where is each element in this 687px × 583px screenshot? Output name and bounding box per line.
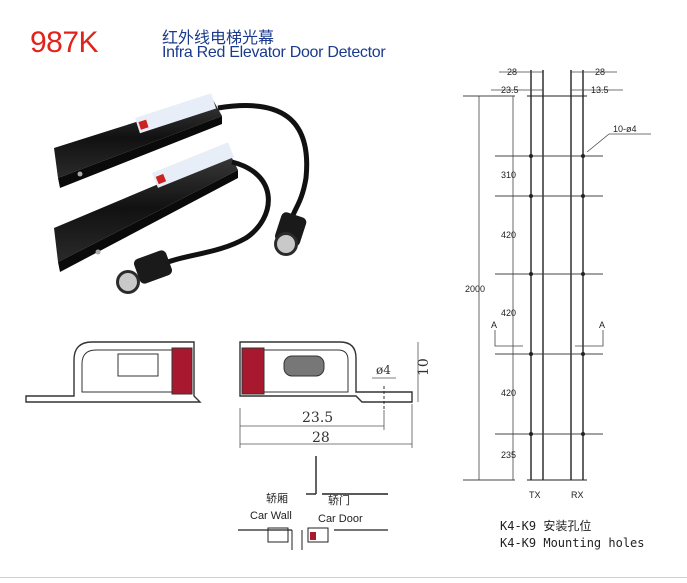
cable-lower — [167, 159, 271, 265]
spacing-235: 235 — [501, 450, 516, 460]
dim-hole: ø4 — [376, 363, 391, 377]
spacing-420-a: 420 — [501, 230, 516, 240]
dim-10: 10 — [416, 358, 432, 376]
footer-divider — [0, 577, 687, 578]
section-a-left: A — [491, 320, 497, 330]
dim-23-5: 23.5 — [302, 410, 333, 426]
dim-top-28-left: 28 — [507, 67, 517, 77]
mounting-holes-en: K4-K9 Mounting holes — [500, 536, 645, 550]
mounting-holes-cn: K4-K9 安装孔位 — [500, 519, 592, 533]
dim-top-23-5: 23.5 — [501, 85, 519, 95]
rx-label: RX — [571, 490, 584, 500]
product-title-cn: 红外线电梯光幕 — [162, 28, 275, 47]
lens-left — [171, 347, 193, 395]
spacing-310: 310 — [501, 170, 516, 180]
installation-detail: 轿厢 Car Wall 轿门 Car Door — [238, 456, 388, 550]
total-length: 2000 — [465, 284, 485, 294]
spacing-420-c: 420 — [501, 388, 516, 398]
connector-lower — [133, 250, 173, 284]
car-door-cn: 轿门 — [328, 493, 350, 507]
cable-upper — [217, 103, 310, 219]
model-number: 987K — [30, 26, 99, 59]
mounting-elevation-drawing: 28 28 23.5 13.5 10-ø4 310 420 420 420 23… — [463, 67, 651, 500]
section-a-right: A — [599, 320, 605, 330]
product-title-en: Infra Red Elevator Door Detector — [162, 44, 386, 61]
spacing-420-b: 420 — [501, 308, 516, 318]
cross-section-drawing: 23.5 28 ø4 10 — [25, 341, 432, 448]
dim-top-28-right: 28 — [595, 67, 605, 77]
lens-right — [241, 347, 265, 395]
product-photo — [54, 93, 310, 294]
dim-top-13-5: 13.5 — [591, 85, 609, 95]
product-label-lower — [152, 142, 235, 188]
tx-label: TX — [529, 490, 541, 500]
detector-bar-lower — [54, 154, 238, 262]
dim-28: 28 — [312, 430, 330, 446]
car-door-en: Car Door — [318, 513, 363, 525]
car-wall-cn: 轿厢 — [266, 491, 288, 505]
car-wall-en: Car Wall — [250, 510, 292, 522]
product-label-upper — [134, 93, 217, 134]
holes-callout: 10-ø4 — [613, 124, 637, 134]
